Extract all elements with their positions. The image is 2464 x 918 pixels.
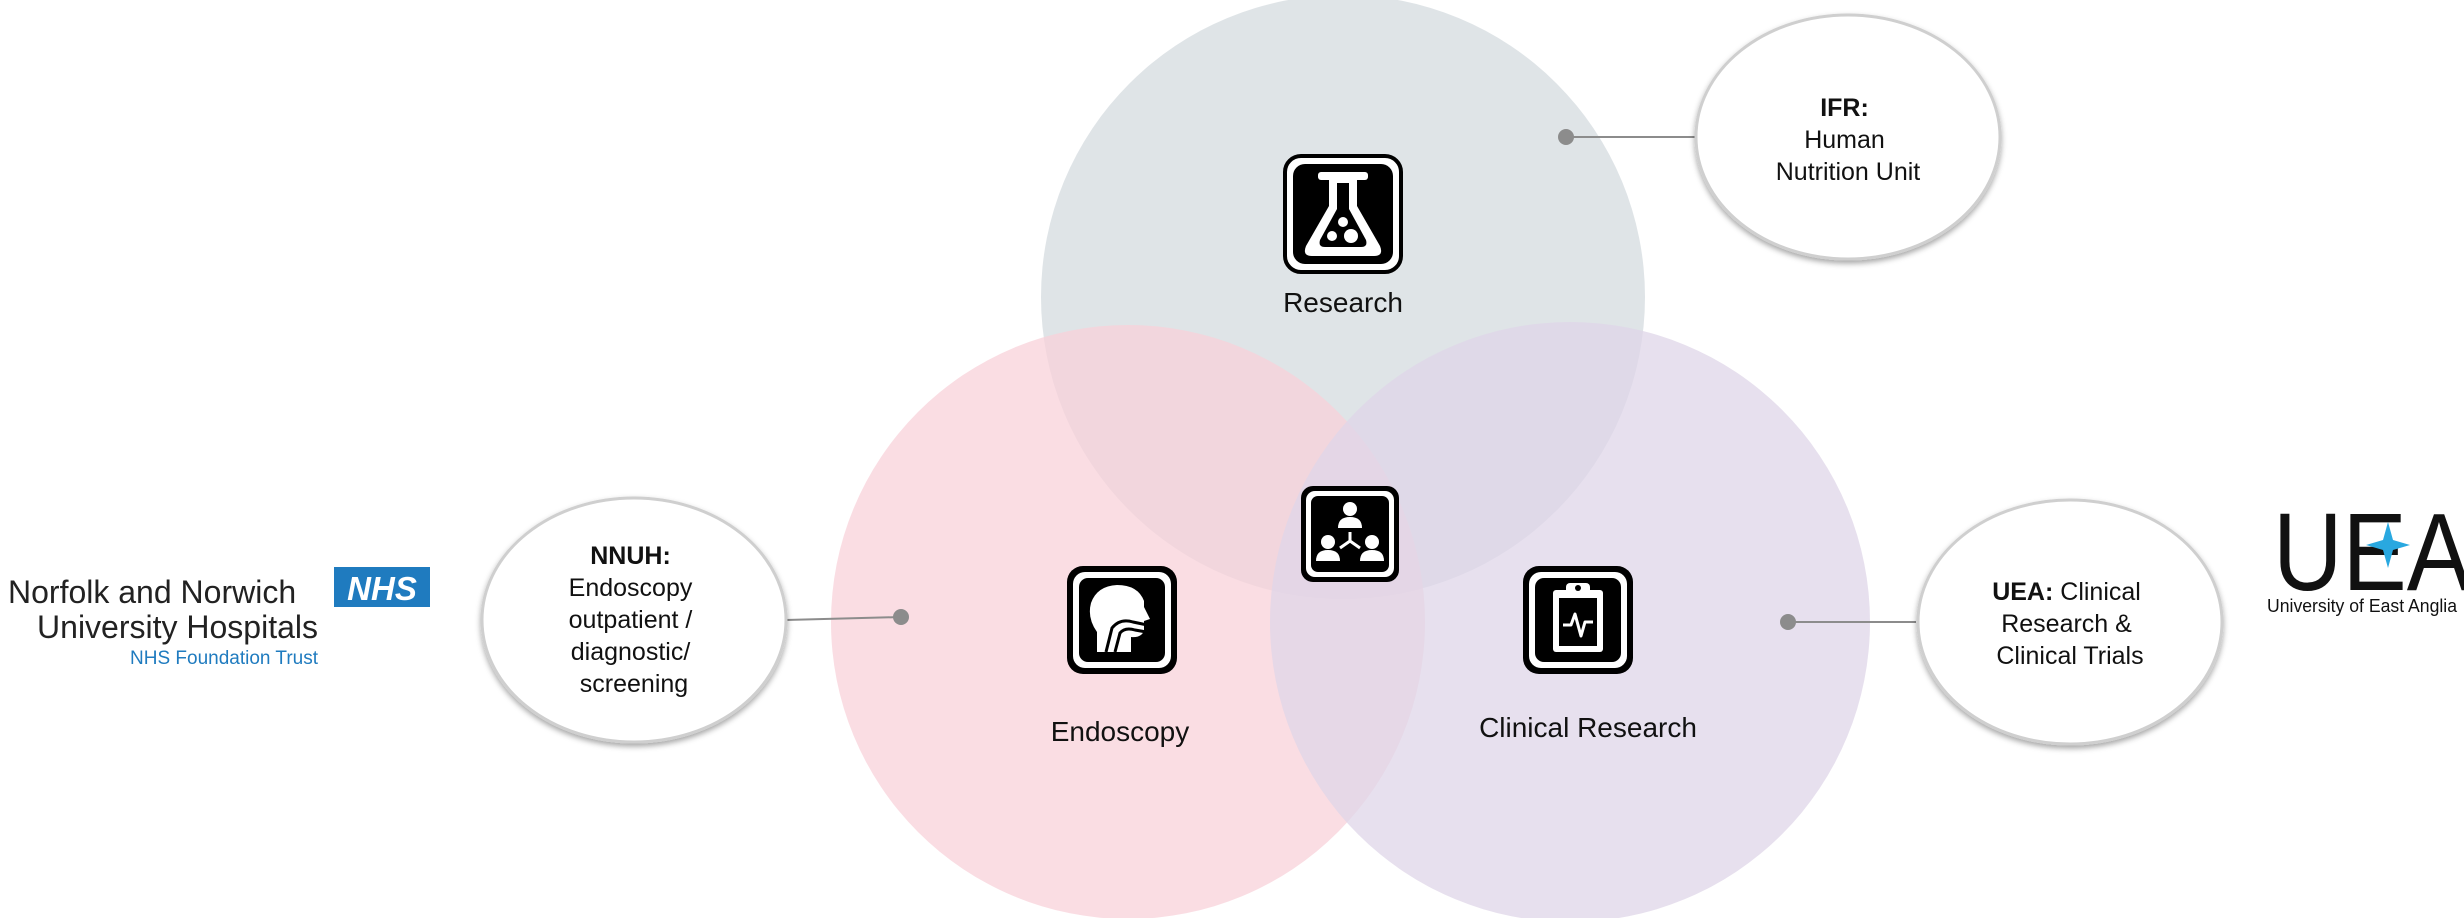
callout-nnuh-line: outpatient /: [569, 606, 693, 634]
callout-ifr-title: IFR:: [1820, 94, 1869, 122]
callout-ifr-line: Nutrition Unit: [1776, 158, 1921, 186]
connector-dot: [893, 609, 909, 625]
star-icon: [2366, 522, 2410, 568]
callout-nnuh: NNUH: Endoscopy outpatient / diagnostic/…: [480, 496, 788, 744]
uea-logo-caption: University of East Anglia: [2267, 596, 2458, 616]
callout-uea-line: Clinical: [2053, 578, 2141, 606]
callout-ifr: IFR: Human Nutrition Unit: [1694, 13, 2002, 261]
circle-label-research: Research: [1283, 287, 1403, 318]
head-profile-icon: [1067, 566, 1177, 674]
callout-uea: UEA: Clinical Research & Clinical Trials: [1916, 498, 2224, 746]
svg-text:IFR: Human Nutriti: IFR: Human Nutrition Unit: [1776, 94, 1921, 186]
connector-dot: [1780, 614, 1796, 630]
svg-text:UEA: Clinical Research &: UEA: Clinical Research & Clinical Trials: [1992, 578, 2148, 670]
connector-dot: [1558, 129, 1574, 145]
svg-text:NNUH: Endoscopy ou: NNUH: Endoscopy outpatient / diagnostic/…: [569, 542, 700, 698]
callout-ifr-line: Human: [1804, 126, 1885, 154]
nnuh-logo-line2: University Hospitals: [37, 609, 318, 645]
uea-logo: UEA University of East Anglia: [2267, 491, 2464, 616]
flask-icon: [1283, 154, 1403, 274]
callout-uea-line: Clinical Trials: [1996, 642, 2143, 670]
nnuh-logo: Norfolk and Norwich University Hospitals…: [8, 567, 430, 669]
callout-nnuh-line: Endoscopy: [569, 574, 693, 602]
connector-uea: [1780, 614, 1916, 630]
callout-uea-line: Research &: [2001, 610, 2132, 638]
callout-nnuh-title: NNUH:: [590, 542, 671, 570]
nhs-badge-text: NHS: [347, 570, 417, 607]
callout-nnuh-line: screening: [580, 670, 688, 698]
callout-nnuh-line: diagnostic/: [571, 638, 691, 666]
clipboard-pulse-icon: [1523, 566, 1633, 674]
nnuh-logo-trust: NHS Foundation Trust: [130, 648, 319, 669]
circle-label-endoscopy: Endoscopy: [1051, 716, 1190, 747]
nhs-badge: [334, 567, 430, 607]
connector-nnuh: [785, 609, 909, 625]
callout-uea-title: UEA:: [1992, 578, 2053, 606]
nnuh-logo-line1: Norfolk and Norwich: [8, 574, 296, 610]
uea-logo-mark: UEA: [2273, 491, 2464, 614]
connector-ifr: [1558, 129, 1696, 145]
circle-label-clinical-research: Clinical Research: [1479, 712, 1697, 743]
team-network-icon: [1301, 486, 1399, 582]
